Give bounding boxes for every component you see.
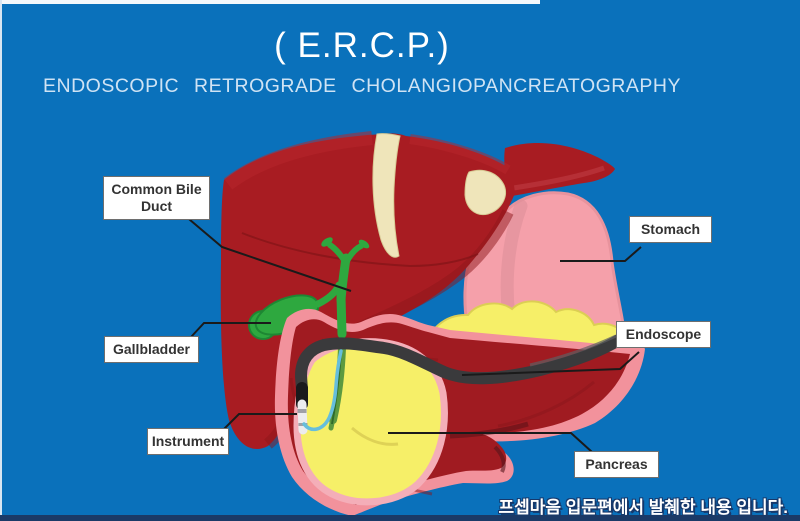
hepatic-branch-leaf-left <box>321 237 333 247</box>
top-edge-strip <box>0 0 540 4</box>
label-pancreas: Pancreas <box>574 451 659 478</box>
leader-instrument <box>223 413 297 430</box>
bottom-bar <box>0 515 800 521</box>
falciform-ligament-right <box>464 169 506 216</box>
leader-lines <box>182 213 642 453</box>
label-endoscope: Endoscope <box>616 321 711 348</box>
endoscope-highlight <box>529 334 617 367</box>
heading: ( E.R.C.P.) ENDOSCOPIC RETROGRADE CHOLAN… <box>0 26 724 98</box>
endoscope-tube <box>294 332 628 396</box>
label-gallbladder: Gallbladder <box>104 336 199 363</box>
duodenum-tip-shadow <box>493 445 506 473</box>
page-subtitle: ENDOSCOPIC RETROGRADE CHOLANGIOPANCREATO… <box>42 75 681 97</box>
leader-stomach <box>560 246 642 262</box>
left-edge-strip <box>0 0 2 521</box>
liver-lobe-line <box>241 232 479 268</box>
pancreas-head-crease <box>351 426 399 446</box>
leader-gallbladder <box>190 322 271 338</box>
instrument-catheter <box>297 399 308 435</box>
bile-duct-crossing <box>336 291 347 339</box>
liver-top-highlight-right <box>409 134 511 175</box>
label-instrument: Instrument <box>147 428 229 455</box>
hepatic-duct-branch-right <box>343 243 364 266</box>
liver-wing-underside-highlight <box>506 165 605 192</box>
instrument-wire <box>302 349 343 432</box>
page-title: ( E.R.C.P.) <box>274 26 450 65</box>
leader-common-bile-duct <box>182 213 352 292</box>
label-stomach: Stomach <box>629 216 712 243</box>
falciform-ligament <box>372 133 401 258</box>
label-common-bile-duct: Common Bile Duct <box>103 176 210 220</box>
leader-pancreas <box>388 432 593 453</box>
liver-top-highlight-left <box>223 131 373 190</box>
leader-endoscope <box>461 351 640 376</box>
hepatic-branch-leaf-right <box>358 239 370 249</box>
footer-source-note: 프셉마음 입문편에서 발췌한 내용 입니다. <box>498 498 789 517</box>
